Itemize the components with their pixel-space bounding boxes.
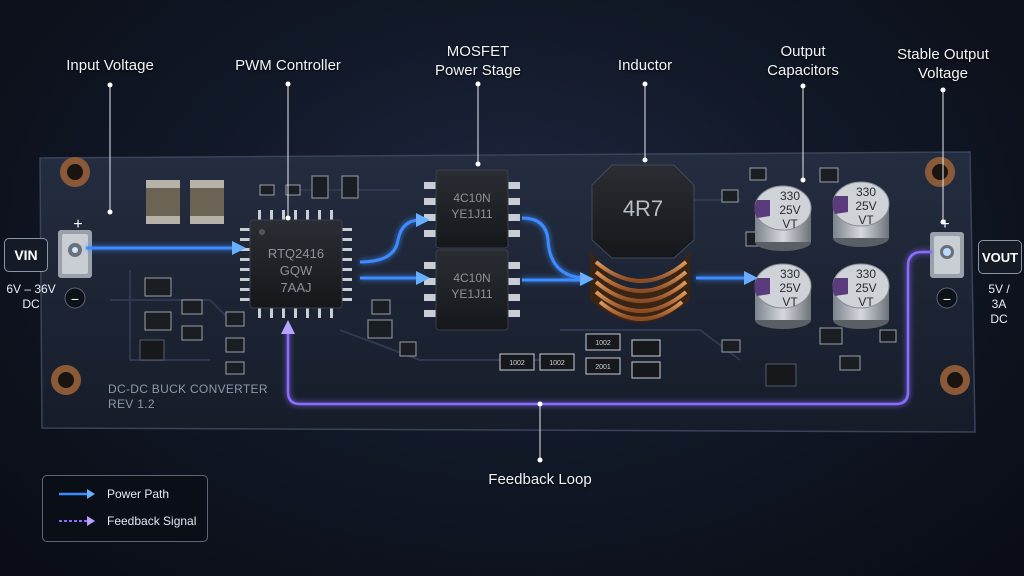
legend-power-path: Power Path — [57, 485, 169, 503]
output-rating-line1: 5V / 3A — [988, 282, 1010, 311]
input-range-line1: 6V – 36V — [6, 282, 56, 296]
mosfet-top-line1: 4C10N — [453, 191, 490, 205]
callout-output-capacitors-line1: Output — [780, 43, 826, 60]
callout-stable-output: Stable Output Voltage — [897, 45, 989, 83]
controller-chip-line2: GQW — [280, 263, 313, 278]
callout-output-capacitors: Output Capacitors — [767, 42, 839, 80]
capacitor-line2: 25V — [779, 203, 800, 217]
output-rating-line2: DC — [990, 312, 1008, 326]
mosfet-top-line2: YE1J11 — [451, 207, 492, 221]
resistor-label: 2001 — [595, 364, 611, 371]
callout-pwm-controller: PWM Controller — [235, 57, 341, 74]
input-range-line2: DC — [22, 297, 40, 311]
legend-feedback-signal: Feedback Signal — [57, 512, 196, 530]
callout-mosfet-line2: Power Stage — [435, 62, 521, 79]
board-silkscreen: DC-DC BUCK CONVERTER REV 1.2 — [108, 382, 268, 412]
resistor-label: 1002 — [549, 360, 565, 367]
input-range: 6V – 36V DC — [6, 282, 55, 312]
input-capacitors — [146, 180, 224, 224]
callout-output-capacitors-line2: Capacitors — [767, 62, 839, 79]
output-capacitors: 330 25V VT 330 25V VT 330 25V VT — [754, 181, 890, 329]
callout-mosfet-line1: MOSFET — [446, 43, 510, 60]
resistors: 1002 1002 1002 2001 — [499, 333, 661, 379]
input-plus-sign: + — [73, 216, 82, 233]
capacitor-line2: 25V — [779, 281, 800, 295]
capacitor-line1: 330 — [856, 185, 876, 199]
controller-chip-line3: 7AAJ — [280, 280, 311, 295]
power-path — [86, 216, 748, 282]
power-path-arrowheads — [232, 213, 758, 286]
legend-feedback-signal-label: Feedback Signal — [107, 514, 197, 528]
inductor-component: 4R7 — [590, 164, 695, 323]
callout-feedback-loop: Feedback Loop — [488, 471, 592, 488]
feedback-path — [286, 250, 932, 406]
capacitor-line3: VT — [782, 217, 798, 231]
feedback-arrowhead — [281, 320, 295, 334]
capacitor-line2: 25V — [855, 281, 876, 295]
mounting-holes — [51, 157, 970, 395]
controller-chip-line1: RTQ2416 — [268, 246, 324, 261]
smd-parts — [144, 167, 897, 375]
input-minus-sign: − — [71, 291, 79, 307]
callout-inductor: Inductor — [617, 57, 673, 74]
legend-power-path-label: Power Path — [107, 487, 170, 501]
output-capacitor: 330 25V VT — [754, 263, 812, 329]
capacitor-line3: VT — [858, 295, 874, 309]
capacitor-line1: 330 — [856, 267, 876, 281]
callout-leaders — [109, 84, 944, 460]
callout-stable-output-line2: Voltage — [917, 65, 969, 82]
output-minus-sign: − — [943, 291, 951, 307]
callout-stable-output-line1: Stable Output — [897, 46, 989, 63]
power-path-arrow-icon — [59, 489, 95, 499]
mosfet-bottom-line2: YE1J11 — [451, 287, 492, 301]
mosfet-bottom-line1: 4C10N — [453, 271, 490, 285]
callout-input-voltage: Input Voltage — [66, 57, 154, 74]
board-name-line1: DC-DC BUCK CONVERTER — [108, 382, 268, 396]
callout-dots — [107, 81, 946, 463]
output-terminal — [930, 232, 964, 309]
pwm-controller-chip: RTQ2416 GQW 7AAJ — [240, 210, 352, 318]
mosfet-top: 4C10N YE1J11 — [424, 169, 520, 249]
inductor-marking: 4R7 — [623, 196, 663, 221]
input-terminal — [58, 230, 92, 309]
capacitor-line1: 330 — [780, 267, 800, 281]
vout-tag: VOUT — [978, 240, 1022, 274]
resistor-label: 1002 — [595, 340, 611, 347]
capacitor-line2: 25V — [855, 199, 876, 213]
output-capacitor: 330 25V VT — [832, 181, 890, 247]
board-name-line2: REV 1.2 — [108, 397, 155, 411]
output-plus-sign: + — [940, 216, 949, 233]
capacitor-line3: VT — [858, 213, 874, 227]
output-capacitor: 330 25V VT — [832, 263, 890, 329]
output-capacitor: 330 25V VT — [754, 185, 812, 251]
feedback-arrow-icon — [59, 516, 95, 526]
callout-mosfet: MOSFET Power Stage — [435, 42, 521, 80]
mosfet-bottom: 4C10N YE1J11 — [424, 249, 520, 331]
capacitor-line3: VT — [782, 295, 798, 309]
transistor-small — [139, 339, 797, 387]
resistor-label: 1002 — [509, 360, 525, 367]
vin-tag: VIN — [4, 238, 48, 272]
legend: Power Path Feedback Signal — [42, 475, 208, 542]
output-rating: 5V / 3A DC — [987, 282, 1012, 327]
capacitor-line1: 330 — [780, 189, 800, 203]
